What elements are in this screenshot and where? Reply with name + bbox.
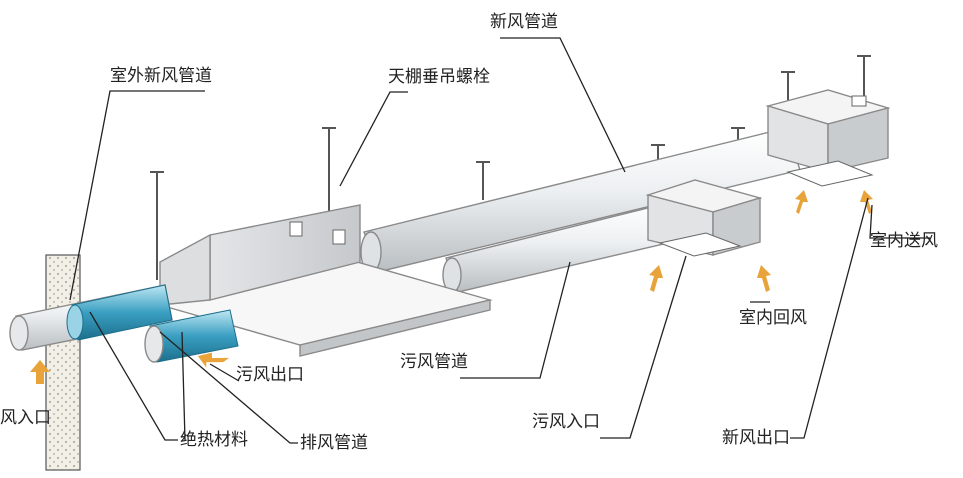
- label-exhaust-air-inlet: 污风入口: [532, 412, 600, 432]
- label-exhaust-air-outlet: 污风出口: [236, 365, 304, 385]
- label-indoor-return-air: 室内回风: [739, 308, 807, 328]
- return-air-box: [645, 179, 763, 257]
- arrow-icon: [757, 265, 771, 292]
- label-indoor-supply-air: 室内送风: [870, 231, 938, 251]
- label-exhaust-air-duct: 污风管道: [400, 352, 468, 372]
- ventilation-unit: [157, 204, 493, 357]
- wall: [45, 254, 81, 471]
- fresh-air-duct: [360, 127, 801, 273]
- label-fresh-air-duct: 新风管道: [490, 12, 558, 32]
- leader-lines: [69, 37, 930, 444]
- label-exhaust-duct: 排风管道: [300, 433, 368, 453]
- label-fresh-air-inlet: 风入口: [0, 408, 51, 428]
- label-insulation-material: 绝热材料: [180, 430, 248, 450]
- label-ceiling-hanger-bolt: 天棚垂吊螺栓: [388, 67, 490, 87]
- arrow-icon: [795, 190, 808, 214]
- outdoor-fresh-air-pipe: [9, 284, 173, 351]
- supply-air-box: [765, 89, 891, 187]
- arrow-icon: [649, 265, 663, 292]
- exhaust-pipe: [144, 309, 239, 363]
- arrow-icon: [30, 360, 50, 384]
- arrow-icon: [197, 352, 230, 368]
- label-fresh-air-outlet: 新风出口: [722, 428, 790, 448]
- label-outdoor-fresh-air-duct: 室外新风管道: [110, 66, 212, 86]
- airflow-arrows: [30, 190, 873, 384]
